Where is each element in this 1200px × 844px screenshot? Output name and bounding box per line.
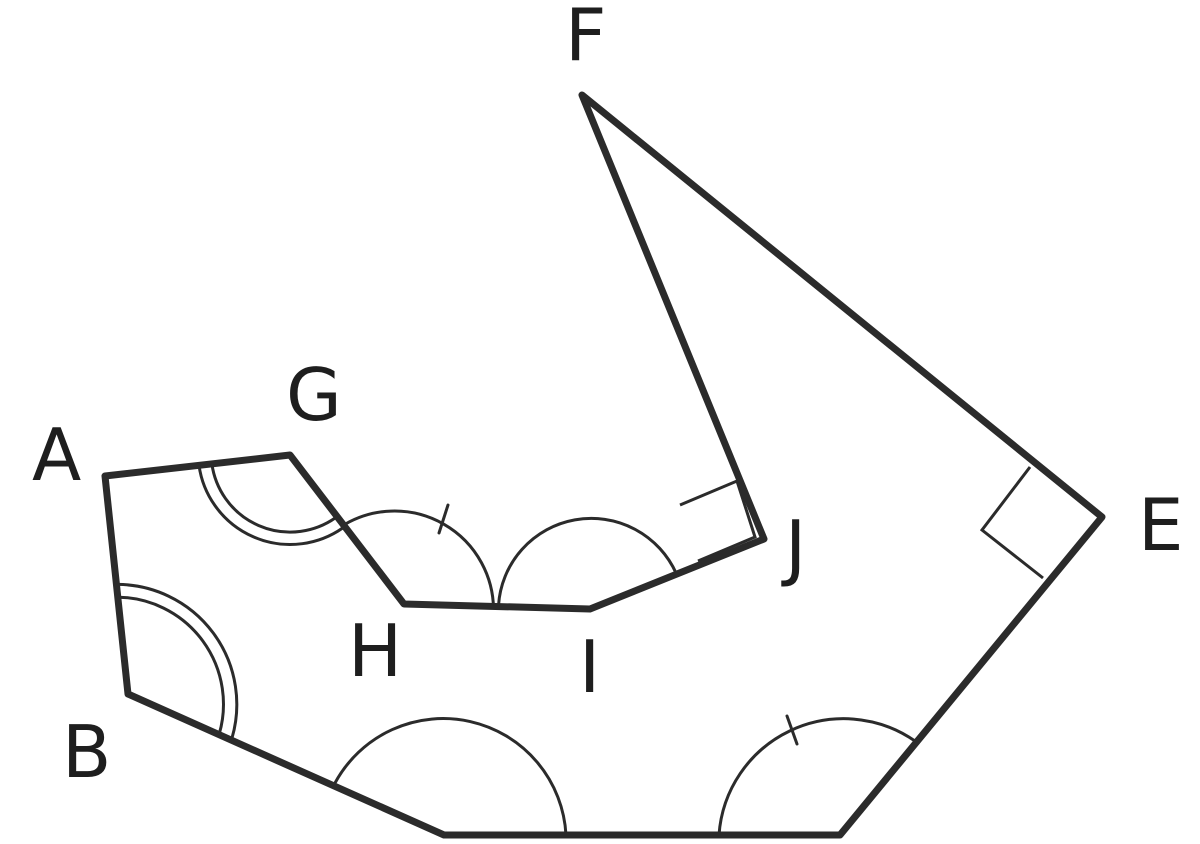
- angle-mark-a-outer: [117, 582, 239, 739]
- angle-tick-h: [437, 503, 450, 535]
- angle-mark-a-inner: [118, 595, 225, 735]
- angle-mark-g-outer: [197, 465, 344, 546]
- angle-tick-d: [785, 714, 799, 746]
- vertex-label-e: E: [1138, 483, 1184, 567]
- angle-mark-g-inner: [210, 463, 337, 534]
- right-angle-mark-j: [679, 478, 757, 563]
- vertex-label-b: B: [62, 710, 111, 794]
- vertex-label-i: I: [579, 625, 600, 709]
- vertex-label-f: F: [565, 0, 606, 77]
- angle-marks: [117, 463, 1044, 836]
- vertex-label-g: G: [286, 353, 342, 437]
- angle-mark-d: [717, 717, 916, 836]
- vertex-label-a: A: [32, 413, 81, 497]
- vertex-label-h: H: [348, 609, 402, 693]
- angle-mark-i: [497, 516, 678, 606]
- angle-mark-c: [333, 717, 568, 836]
- vertex-labels: A B E F G H I J: [32, 0, 1184, 794]
- polygon-outline: [101, 91, 1106, 839]
- vertex-label-j: J: [781, 505, 806, 589]
- right-angle-mark-e: [979, 466, 1044, 580]
- angle-mark-h: [344, 509, 495, 609]
